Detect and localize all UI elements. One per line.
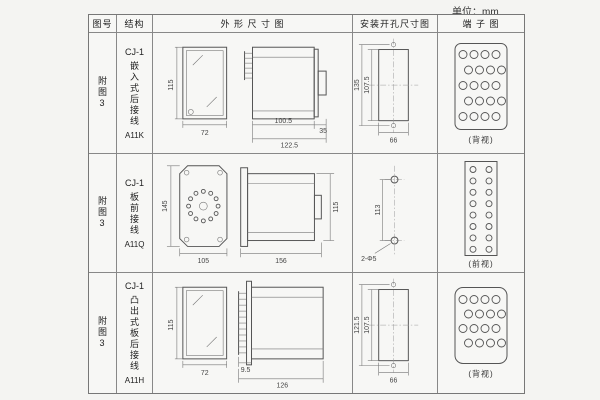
terminal-cell-2: (前视) — [438, 154, 524, 273]
dim-total: 126 — [277, 383, 289, 390]
type-code: A11H — [124, 376, 145, 385]
drawing-table: 图号 结构 外 形 尺 寸 图 安装开孔尺寸图 端 子 图 附图3 CJ-1 嵌… — [88, 14, 525, 394]
figure-number-text: 附图3 — [97, 76, 107, 110]
outline-cell-1: 115 72 — [153, 33, 353, 154]
figure-number-cell-2: 附图3 — [89, 154, 117, 273]
terminal-diagram-front: (前视) — [464, 161, 498, 269]
terminal-cell-3: (背视) — [438, 273, 524, 393]
install-cell-2: 113 2-Φ5 — [353, 154, 438, 273]
structure-cell-1: CJ-1 嵌入式后接线 A11K — [117, 33, 153, 154]
model-label: CJ-1 — [124, 281, 144, 291]
outline-cell-2: 145 105 156 115 — [153, 154, 353, 273]
figure-number-text: 附图3 — [97, 316, 107, 350]
column-header-terminal: 端 子 图 — [438, 15, 524, 33]
structure-cell-3: CJ-1 凸出式板后接线 A11H — [117, 273, 153, 393]
dim-overall-height: 135 — [354, 79, 361, 91]
terminal-grid — [458, 50, 506, 121]
terminal-cell-1: (背视) — [438, 33, 524, 154]
figure-number-cell-1: 附图3 — [89, 33, 117, 154]
terminal-grid — [469, 166, 493, 253]
outline-drawing-front-wired: 145 105 156 115 — [162, 165, 340, 265]
terminal-grid — [458, 295, 506, 348]
column-header-install: 安装开孔尺寸图 — [353, 15, 438, 33]
dim-total: 122.5 — [281, 143, 299, 150]
terminal-view-label: (前视) — [468, 259, 493, 269]
dim-cutout-height: 107.5 — [364, 76, 371, 93]
install-cell-3: 107.5 121.5 66 — [353, 273, 438, 393]
structure-cell-2: CJ-1 板前接线 A11Q — [117, 154, 153, 273]
dim-pin-length: 9.5 — [241, 367, 251, 374]
dim-hole-spacing: 113 — [375, 204, 382, 215]
structure-desc: 板前接线 — [129, 191, 139, 236]
install-drawing-embedded: 107.5 135 66 — [354, 38, 419, 144]
dim-cutout-height: 107.5 — [364, 316, 371, 333]
dim-side-height: 115 — [333, 201, 340, 212]
dim-width: 72 — [201, 130, 209, 137]
figure-number-cell-3: 附图3 — [89, 273, 117, 393]
dim-depth: 100.5 — [275, 118, 293, 125]
install-cell-1: 107.5 135 66 — [353, 33, 438, 154]
dim-cutout-width: 66 — [390, 137, 398, 144]
model-label: CJ-1 — [124, 177, 144, 188]
type-code: A11Q — [124, 239, 145, 249]
type-code: A11K — [125, 130, 144, 140]
model-label: CJ-1 — [124, 46, 144, 57]
dim-cutout-width: 66 — [390, 377, 398, 384]
dim-width: 72 — [201, 370, 209, 377]
outline-drawing-projecting: 115 72 — [168, 280, 324, 390]
column-header-outline: 外 形 尺 寸 图 — [153, 15, 353, 33]
dim-flange: 35 — [319, 128, 327, 135]
dim-overall-height: 121.5 — [354, 316, 361, 333]
outline-cell-3: 115 72 — [153, 273, 353, 393]
terminal-view-label: (背视) — [468, 135, 493, 145]
terminal-diagram-back-3: (背视) — [454, 287, 508, 379]
terminal-view-label: (背视) — [468, 369, 493, 379]
dim-height: 115 — [168, 79, 175, 90]
dim-width: 105 — [198, 258, 210, 265]
column-header-fig-no: 图号 — [89, 15, 117, 33]
column-header-structure: 结构 — [117, 15, 153, 33]
dim-height: 115 — [168, 319, 175, 330]
install-drawing-front-wired: 113 2-Φ5 — [361, 165, 405, 263]
install-drawing-projecting: 107.5 121.5 66 — [354, 278, 419, 384]
structure-desc: 凸出式板后接线 — [129, 295, 139, 372]
outline-drawing-embedded: 115 72 — [168, 46, 327, 150]
terminal-diagram-back-1: (背视) — [454, 43, 508, 145]
unit-label: 单位：mm — [452, 7, 499, 18]
hole-spec-label: 2-Φ5 — [361, 256, 377, 263]
structure-desc: 嵌入式后接线 — [129, 60, 139, 127]
dim-depth: 156 — [275, 258, 287, 265]
figure-number-text: 附图3 — [97, 196, 107, 230]
dim-height: 145 — [162, 200, 169, 212]
